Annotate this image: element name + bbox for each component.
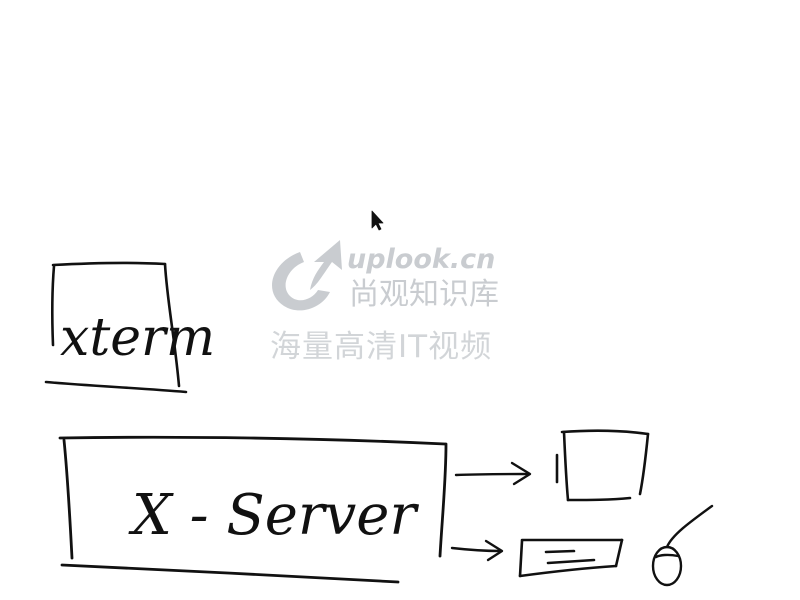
keyboard-icon — [518, 538, 624, 578]
mouse-icon — [651, 504, 714, 587]
xserver-label: X - Server — [128, 483, 419, 548]
watermark-name: 尚观知识库 — [349, 277, 499, 312]
xterm-box — [44, 261, 188, 394]
arrow-to-keyboard — [450, 539, 504, 562]
watermark: uplook.cn 尚观知识库 海量高清IT视频 — [270, 240, 499, 365]
mouse-pointer-icon — [371, 210, 384, 231]
uplook-logo-icon — [272, 240, 342, 311]
xserver-box — [58, 435, 448, 584]
watermark-slogan: 海量高清IT视频 — [270, 329, 492, 365]
monitor-icon — [555, 429, 650, 502]
xterm-label: xterm — [60, 308, 215, 368]
arrow-to-monitor — [454, 461, 532, 486]
watermark-site: uplook.cn — [347, 244, 495, 275]
